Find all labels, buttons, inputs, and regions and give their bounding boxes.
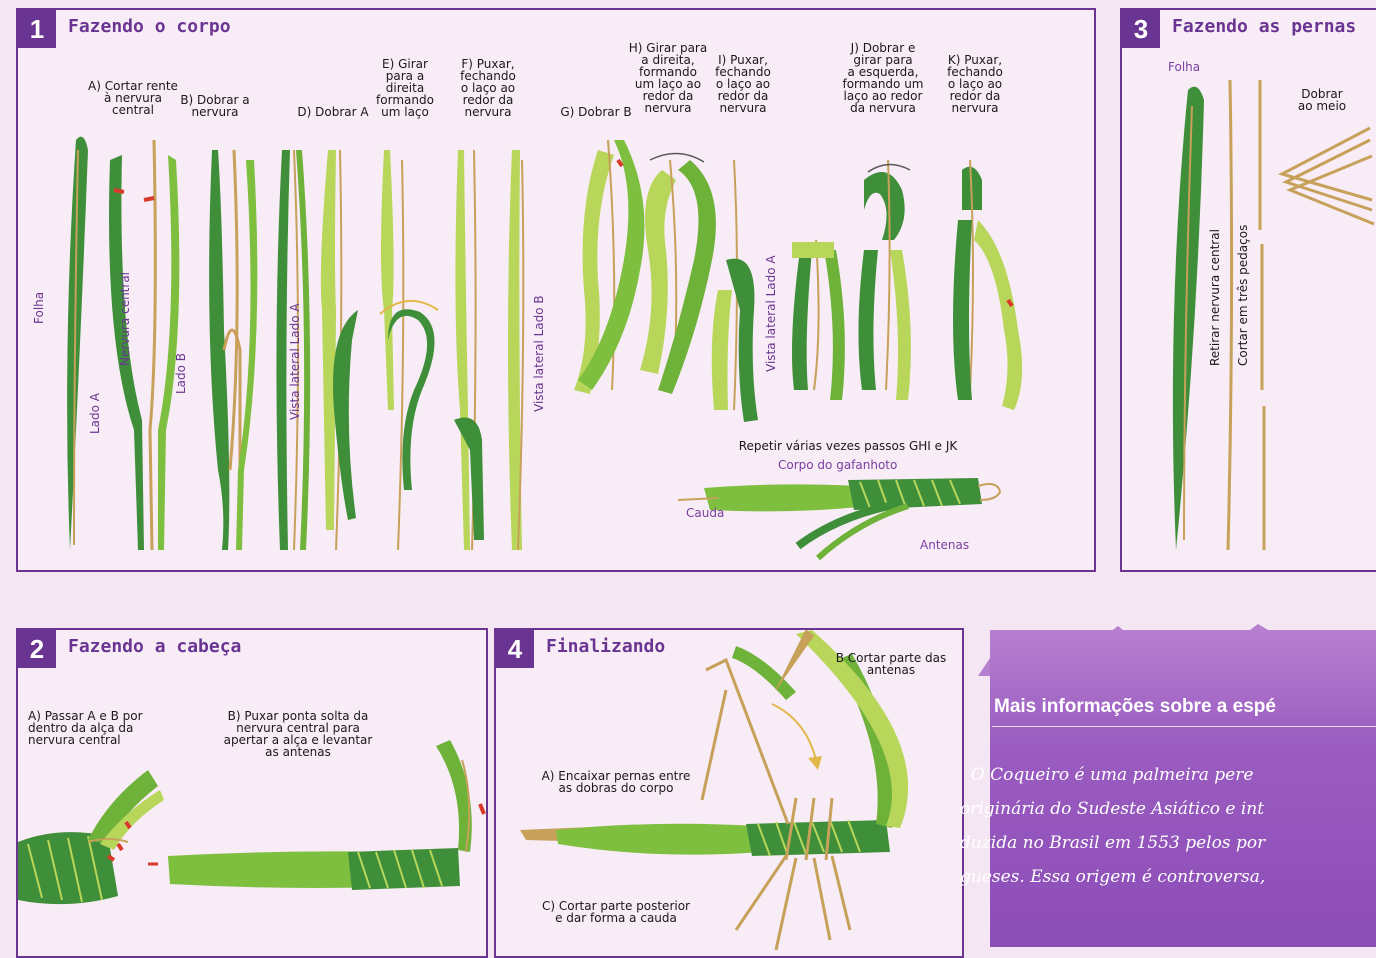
finish-step-b-label: B Cortar parte das antenas bbox=[826, 652, 956, 676]
lado-a-label: Lado A bbox=[88, 393, 102, 434]
step-e-label: E) Girar para a direita formando um laço bbox=[370, 58, 440, 118]
nervura-central-label: Nervura central bbox=[118, 272, 132, 366]
step-j-label: J) Dobrar e girar para a esquerda, forma… bbox=[832, 42, 934, 114]
head-step-a-label: A) Passar A e B por dentro da alça da ne… bbox=[28, 710, 168, 746]
vista-lateral-a2-label: Vista lateral Lado A bbox=[764, 255, 778, 372]
vista-lateral-b-label: Vista lateral Lado B bbox=[532, 295, 546, 412]
repeat-note: Repetir várias vezes passos GHI e JK bbox=[708, 440, 988, 452]
info-line-2: originária do Sudeste Asiático e int bbox=[960, 792, 1376, 826]
finish-step-c-label: C) Cortar parte posterior e dar forma a … bbox=[526, 900, 706, 924]
step-b-label: B) Dobrar a nervura bbox=[170, 94, 260, 118]
folha-label: Folha bbox=[32, 292, 46, 324]
step-i-label: I) Puxar, fechando o laço ao redor da ne… bbox=[708, 54, 778, 114]
step-k-label: K) Puxar, fechando o laço ao redor da ne… bbox=[940, 54, 1010, 114]
step-d-label: D) Dobrar A bbox=[288, 106, 378, 118]
finish-step-a-label: A) Encaixar pernas entre as dobras do co… bbox=[526, 770, 706, 794]
panel-fazendo-a-cabeca: 2 Fazendo a cabeça A) Passar A e B por d… bbox=[16, 628, 488, 958]
info-line-3: duzida no Brasil em 1553 pelos por bbox=[960, 826, 1376, 860]
dobrar-label: Dobrar ao meio bbox=[1290, 88, 1354, 112]
info-text: O Coqueiro é uma palmeira pere originári… bbox=[960, 758, 1376, 894]
vista-lateral-a-label: Vista lateral Lado A bbox=[288, 303, 302, 420]
cauda-label: Cauda bbox=[686, 506, 724, 520]
panel-finalizando: 4 Finalizando A) Encaixar pernas entre a… bbox=[494, 628, 964, 958]
info-divider bbox=[992, 726, 1376, 727]
info-title: Mais informações sobre a espé bbox=[994, 696, 1276, 718]
cortar-pedacos-label: Cortar em três pedaços bbox=[1236, 225, 1250, 366]
lado-b-label: Lado B bbox=[174, 353, 188, 394]
corpo-label: Corpo do gafanhoto bbox=[778, 458, 897, 472]
panel-fazendo-o-corpo: 1 Fazendo o corpo bbox=[16, 8, 1096, 572]
antenas-label: Antenas bbox=[920, 538, 969, 552]
info-line-4: gueses. Essa origem é controversa, bbox=[960, 860, 1376, 894]
head-illustration bbox=[18, 630, 488, 958]
retirar-nervura-label: Retirar nervura central bbox=[1208, 229, 1222, 366]
info-line-1: O Coqueiro é uma palmeira pere bbox=[960, 758, 1376, 792]
step-h-label: H) Girar para a direita, formando um laç… bbox=[618, 42, 718, 114]
step-f-label: F) Puxar, fechando o laço ao redor da ne… bbox=[452, 58, 524, 118]
folha-label: Folha bbox=[1168, 60, 1200, 74]
info-box: Mais informações sobre a espé O Coqueiro… bbox=[960, 610, 1376, 947]
panel-fazendo-as-pernas: 3 Fazendo as pernas Folha Retirar nervur… bbox=[1120, 8, 1376, 572]
head-step-b-label: B) Puxar ponta solta da nervura central … bbox=[208, 710, 388, 758]
